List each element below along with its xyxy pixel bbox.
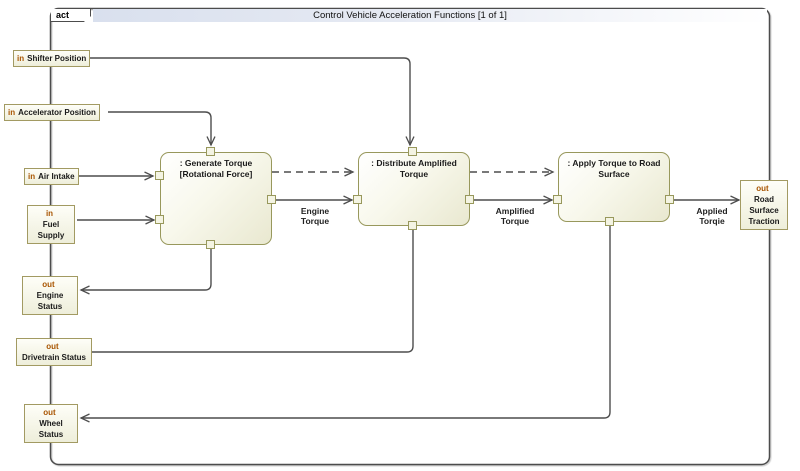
pin-distribute-out-torque[interactable] <box>465 195 474 204</box>
frame-kind-tab: act <box>51 9 91 22</box>
diagram-title: Control Vehicle Acceleration Functions [… <box>313 10 507 21</box>
action-distribute-amplified-torque[interactable]: : Distribute Amplified Torque <box>358 152 470 226</box>
param-out-road-surface-traction[interactable]: out Road Surface Traction <box>740 180 788 230</box>
param-name: Accelerator Position <box>18 108 96 117</box>
param-direction: out <box>756 184 769 193</box>
frame-kind-label: act <box>56 10 70 20</box>
param-in-fuel-supply[interactable]: in Fuel Supply <box>27 205 75 244</box>
param-name: Road Surface Traction <box>748 195 780 226</box>
pin-apply-out-torque[interactable] <box>665 195 674 204</box>
param-direction: in <box>17 54 25 63</box>
action-label: : Apply Torque to Road Surface <box>567 158 661 179</box>
edge-distribute-to-drivetrain-status[interactable] <box>83 230 414 352</box>
param-out-drivetrain-status[interactable]: out Drivetrain Status <box>16 338 92 366</box>
pin-apply-wheel-status[interactable] <box>605 217 614 226</box>
action-label: : Distribute Amplified Torque <box>371 158 457 179</box>
param-name: Wheel Status <box>38 419 64 439</box>
param-out-engine-status[interactable]: out Engine Status <box>22 276 78 315</box>
diagram-title-bar: Control Vehicle Acceleration Functions [… <box>93 9 767 22</box>
pin-generate-fuel-supply[interactable] <box>155 215 164 224</box>
param-in-air-intake[interactable]: in Air Intake <box>24 168 79 185</box>
param-direction: out <box>42 280 55 289</box>
pin-distribute-top[interactable] <box>408 147 417 156</box>
pin-distribute-drivetrain-status[interactable] <box>408 221 417 230</box>
param-direction: in <box>45 209 54 218</box>
param-name: Engine Status <box>36 291 64 311</box>
edge-shifter-position-to-distribute[interactable] <box>90 57 410 145</box>
flow-label-amplified-torque: Amplified Torque <box>495 206 535 226</box>
action-generate-torque[interactable]: : Generate Torque [Rotational Force] <box>160 152 272 245</box>
pin-generate-engine-status[interactable] <box>206 240 215 249</box>
action-label: : Generate Torque [Rotational Force] <box>179 158 253 179</box>
flow-label-applied-torque: Applied Torqie <box>696 206 728 226</box>
pin-generate-air-intake[interactable] <box>155 171 164 180</box>
pin-generate-top[interactable] <box>206 147 215 156</box>
pin-generate-out-torque[interactable] <box>267 195 276 204</box>
param-direction: in <box>28 172 36 181</box>
param-direction: in <box>8 108 16 117</box>
flow-label-engine-torque: Engine Torque <box>300 206 330 226</box>
edge-accelerator-position-to-generate[interactable] <box>108 111 211 145</box>
edge-generate-to-engine-status[interactable] <box>81 249 212 290</box>
param-in-accelerator-position[interactable]: in Accelerator Position <box>4 104 100 121</box>
param-name: Air Intake <box>38 172 75 181</box>
param-out-wheel-status[interactable]: out Wheel Status <box>24 404 78 443</box>
param-name: Fuel Supply <box>37 220 65 240</box>
param-direction: out <box>46 342 59 351</box>
param-in-shifter-position[interactable]: in Shifter Position <box>13 50 91 67</box>
pin-apply-in-torque[interactable] <box>553 195 562 204</box>
action-apply-torque-to-road-surface[interactable]: : Apply Torque to Road Surface <box>558 152 670 222</box>
param-direction: out <box>43 408 56 417</box>
edge-apply-to-wheel-status[interactable] <box>81 226 611 418</box>
param-name: Shifter Position <box>27 54 87 63</box>
pin-distribute-in-torque[interactable] <box>353 195 362 204</box>
param-name: Drivetrain Status <box>21 353 87 362</box>
